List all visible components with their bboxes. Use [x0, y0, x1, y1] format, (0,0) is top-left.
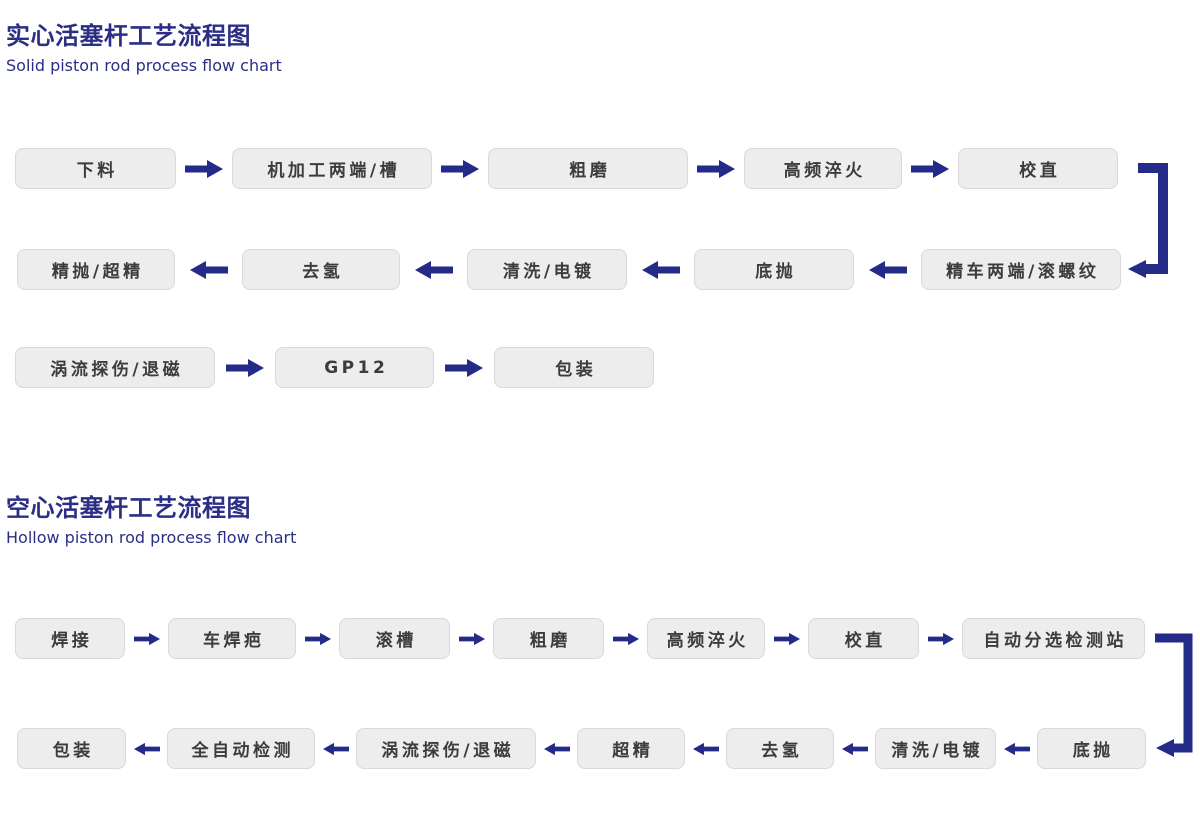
flow-step-label: 包装 [52, 741, 94, 761]
elbow-connector-icon [1155, 633, 1193, 757]
flow-row: 包装 全自动检测 涡流探伤/退磁 超精 去氢 清洗/电镀 底抛 [17, 728, 1146, 769]
flow-step-box: GP12 [275, 347, 434, 388]
flow-step-label: 粗磨 [569, 161, 611, 181]
flow-step-box: 机加工两端/槽 [232, 148, 432, 189]
arrow-right-icon [919, 630, 962, 648]
flow-row: 焊接 车焊疤 滚槽 粗磨 高频淬火 校直 自动分选检测站 [15, 618, 1145, 659]
flow-step-label: 高频淬火 [783, 161, 866, 181]
flow-row: 下料 机加工两端/槽 粗磨 高频淬火 校直 [15, 148, 1118, 189]
flow-step-label: 校直 [844, 631, 886, 651]
flow-step-box: 下料 [15, 148, 176, 189]
arrow-right-icon [215, 358, 275, 378]
flow-step-box: 涡流探伤/退磁 [15, 347, 215, 388]
flow-step-box: 高频淬火 [744, 148, 902, 189]
arrow-left-icon [854, 260, 921, 280]
arrow-right-icon [125, 630, 168, 648]
flow-step-box: 涡流探伤/退磁 [356, 728, 536, 769]
flow-step-box: 超精 [577, 728, 685, 769]
flow-step-label: 全自动检测 [191, 741, 294, 761]
arrow-right-icon [902, 159, 958, 179]
arrow-left-icon [685, 740, 726, 758]
arrow-right-icon [450, 630, 493, 648]
flow-step-box: 清洗/电镀 [875, 728, 996, 769]
arrow-left-icon [996, 740, 1037, 758]
flow-step-label: 自动分选检测站 [983, 631, 1127, 651]
flow-step-label: 清洗/电镀 [891, 741, 984, 761]
arrow-left-icon [627, 260, 694, 280]
flow-step-box: 包装 [17, 728, 126, 769]
flow-step-box: 自动分选检测站 [962, 618, 1145, 659]
flow-step-box: 底抛 [694, 249, 854, 290]
elbow-connector-icon [1128, 163, 1168, 278]
flow-step-box: 清洗/电镀 [467, 249, 627, 290]
flow-step-label: 去氢 [761, 741, 803, 761]
arrow-right-icon [434, 358, 494, 378]
flow-step-box: 车焊疤 [168, 618, 296, 659]
arrow-left-icon [536, 740, 577, 758]
arrow-right-icon [176, 159, 232, 179]
flow-step-box: 粗磨 [488, 148, 688, 189]
flow-row: 涡流探伤/退磁 GP12 包装 [15, 347, 654, 388]
arrow-right-icon [765, 630, 808, 648]
arrow-left-icon [126, 740, 167, 758]
flow-step-label: 涡流探伤/退磁 [381, 741, 515, 761]
chart-subtitle: Solid piston rod process flow chart [6, 56, 282, 75]
flow-step-label: 精车两端/滚螺纹 [946, 262, 1100, 282]
arrow-right-icon [604, 630, 647, 648]
flow-step-label: 车焊疤 [203, 631, 265, 651]
flow-step-box: 焊接 [15, 618, 125, 659]
flow-step-box: 精车两端/滚螺纹 [921, 249, 1121, 290]
flow-step-label: 包装 [555, 360, 597, 380]
arrow-left-icon [400, 260, 467, 280]
flow-step-label: 超精 [612, 741, 654, 761]
arrow-right-icon [432, 159, 488, 179]
flow-step-box: 粗磨 [493, 618, 604, 659]
chart-title: 实心活塞杆工艺流程图 [6, 22, 251, 50]
chart-subtitle: Hollow piston rod process flow chart [6, 528, 297, 547]
flow-step-box: 去氢 [242, 249, 400, 290]
arrow-left-icon [175, 260, 242, 280]
flow-step-label: 清洗/电镀 [502, 262, 595, 282]
flow-step-box: 滚槽 [339, 618, 450, 659]
flow-step-label: 精抛/超精 [51, 262, 144, 282]
flow-row: 精抛/超精 去氢 清洗/电镀 底抛 精车两端/滚螺纹 [17, 249, 1121, 290]
flow-step-label: 底抛 [1072, 741, 1114, 761]
flow-step-label: 下料 [76, 161, 118, 181]
flow-step-label: GP12 [324, 357, 389, 378]
flow-step-box: 高频淬火 [647, 618, 765, 659]
flow-step-label: 去氢 [302, 262, 344, 282]
flow-step-box: 校直 [958, 148, 1118, 189]
flow-step-label: 滚槽 [375, 631, 417, 651]
flow-step-label: 高频淬火 [666, 631, 749, 651]
flow-step-box: 全自动检测 [167, 728, 315, 769]
flow-step-box: 包装 [494, 347, 654, 388]
arrow-left-icon [315, 740, 356, 758]
flow-step-box: 精抛/超精 [17, 249, 175, 290]
flow-step-box: 底抛 [1037, 728, 1146, 769]
flow-step-label: 校直 [1019, 161, 1061, 181]
chart-header: 实心活塞杆工艺流程图 Solid piston rod process flow… [6, 22, 282, 75]
flow-step-label: 底抛 [755, 262, 797, 282]
flow-step-box: 去氢 [726, 728, 834, 769]
arrow-left-icon [834, 740, 875, 758]
flow-step-box: 校直 [808, 618, 919, 659]
chart-header: 空心活塞杆工艺流程图 Hollow piston rod process flo… [6, 494, 296, 547]
chart-title: 空心活塞杆工艺流程图 [6, 494, 251, 522]
arrow-right-icon [688, 159, 744, 179]
flow-step-label: 焊接 [51, 631, 93, 651]
arrow-right-icon [296, 630, 339, 648]
flow-step-label: 粗磨 [529, 631, 571, 651]
flow-step-label: 机加工两端/槽 [267, 161, 401, 181]
flow-step-label: 涡流探伤/退磁 [50, 360, 184, 380]
